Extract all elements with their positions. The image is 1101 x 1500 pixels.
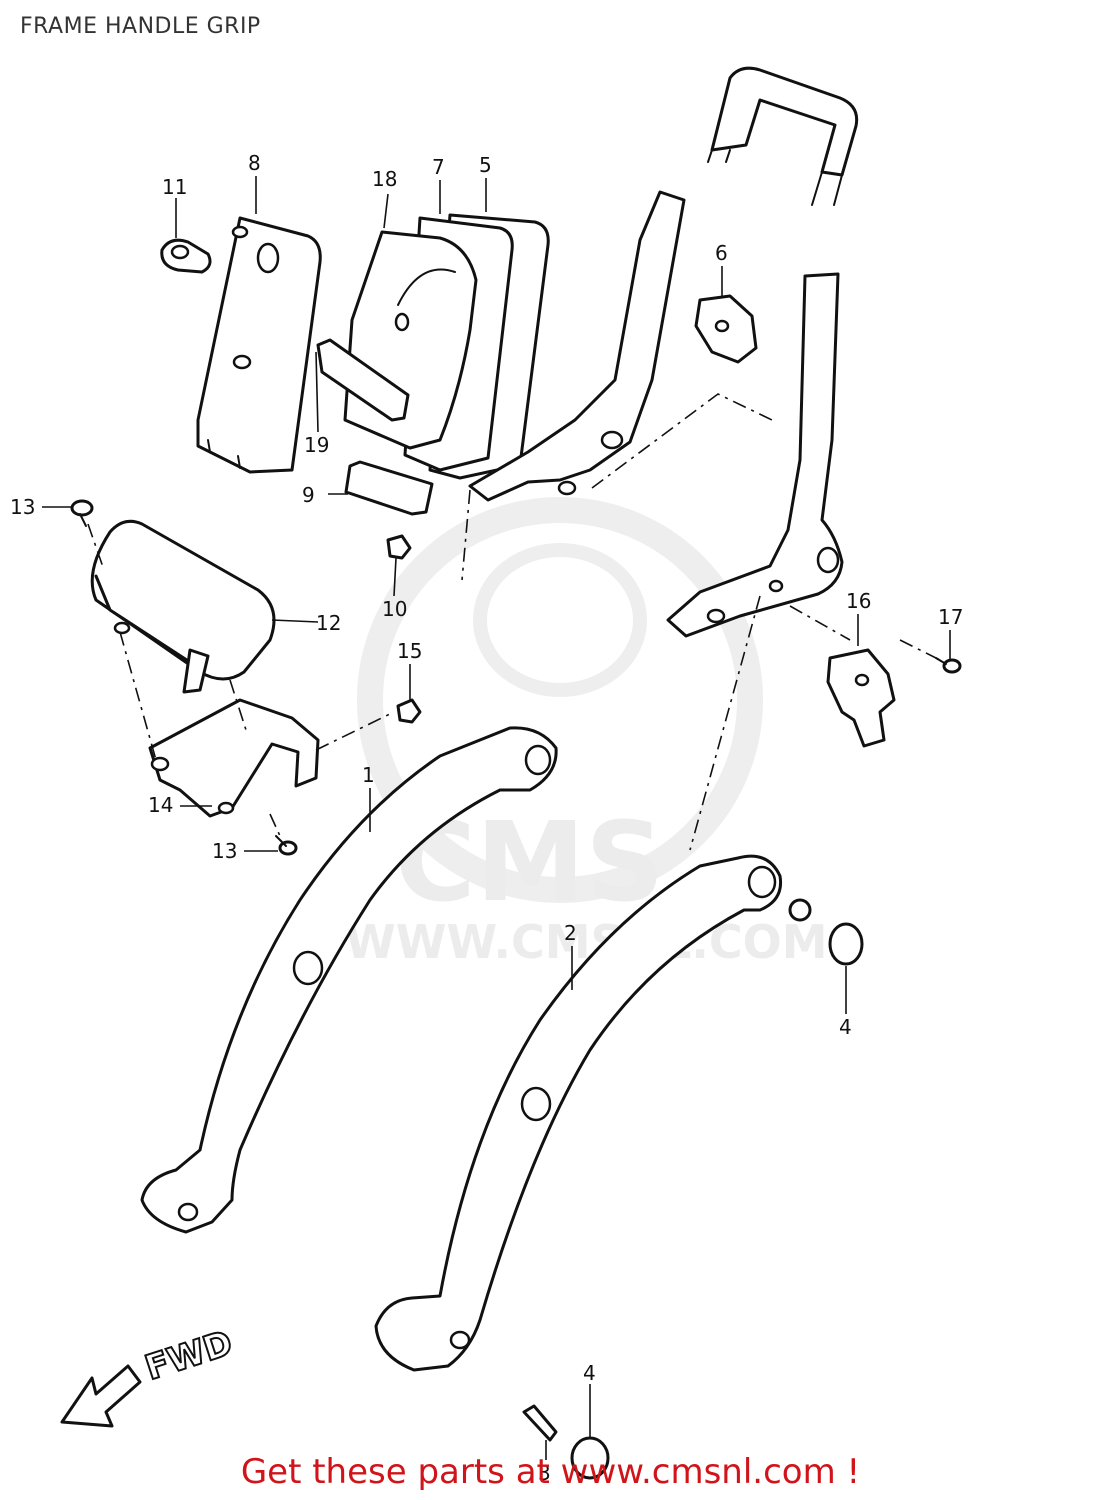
part-6-clip	[694, 294, 758, 364]
callout-8: 8	[248, 151, 261, 175]
callout-7: 7	[432, 155, 445, 179]
callout-4-upper: 4	[839, 1015, 852, 1039]
phantom-line-1	[461, 393, 773, 581]
callout-19: 19	[304, 433, 329, 457]
callout-labels: 1 2 3 4 4 5 6 7 8 9 10 11 12 13 13 14 15…	[10, 151, 963, 1485]
diagram-title: FRAME HANDLE GRIP	[20, 14, 261, 39]
part-9-block	[344, 460, 434, 516]
part-3-bolt	[522, 1404, 558, 1442]
callout-13-lower: 13	[212, 839, 237, 863]
callout-2: 2	[564, 921, 577, 945]
part-12-case	[90, 519, 276, 694]
callout-3: 3	[538, 1461, 551, 1485]
callout-12: 12	[316, 611, 341, 635]
callout-15: 15	[397, 639, 422, 663]
callout-13-upper: 13	[10, 495, 35, 519]
callout-16: 16	[846, 589, 871, 613]
callout-14: 14	[148, 793, 173, 817]
fwd-direction-arrow: FWD	[60, 1322, 238, 1428]
part-middle-bracket	[468, 190, 686, 502]
part-1-handle-rail	[140, 726, 558, 1234]
part-16-switch	[826, 648, 896, 748]
phantom-line-6	[229, 679, 247, 731]
callout-5: 5	[479, 153, 492, 177]
part-17-screw	[935, 657, 962, 674]
part-8-plate	[196, 216, 322, 474]
footer-link-text[interactable]: Get these parts at www.cmsnl.com !	[240, 1452, 861, 1492]
part-2-handle-rail	[374, 854, 783, 1372]
callout-leaders	[42, 176, 951, 1460]
callout-18: 18	[372, 167, 397, 191]
callout-1: 1	[362, 763, 375, 787]
callout-17: 17	[938, 605, 963, 629]
callout-10: 10	[382, 597, 407, 621]
part-15-bolt	[396, 698, 422, 724]
phantom-line-3	[789, 605, 851, 641]
part-11-grommet	[160, 238, 212, 274]
fwd-label: FWD	[140, 1323, 237, 1389]
callout-6: 6	[715, 241, 728, 265]
part-10-bolt	[386, 534, 412, 560]
part-handle-grip-top	[707, 66, 859, 206]
callout-4-lower: 4	[583, 1361, 596, 1385]
phantom-line-5	[119, 631, 157, 761]
part-right-support	[666, 272, 844, 638]
phantom-line-8	[269, 813, 281, 837]
phantom-line-4	[899, 639, 941, 661]
part-14-bracket	[148, 698, 320, 818]
cms-watermark-logo: CMS WWW.CMSNL.COM	[345, 497, 828, 969]
callout-9: 9	[302, 483, 315, 507]
part-4-cap-upper	[788, 898, 864, 966]
part-19-strap	[316, 338, 410, 422]
phantom-line-9	[87, 523, 105, 571]
part-13-bolt-lower	[275, 835, 298, 856]
callout-11: 11	[162, 175, 187, 199]
part-13-bolt-upper	[70, 499, 94, 527]
